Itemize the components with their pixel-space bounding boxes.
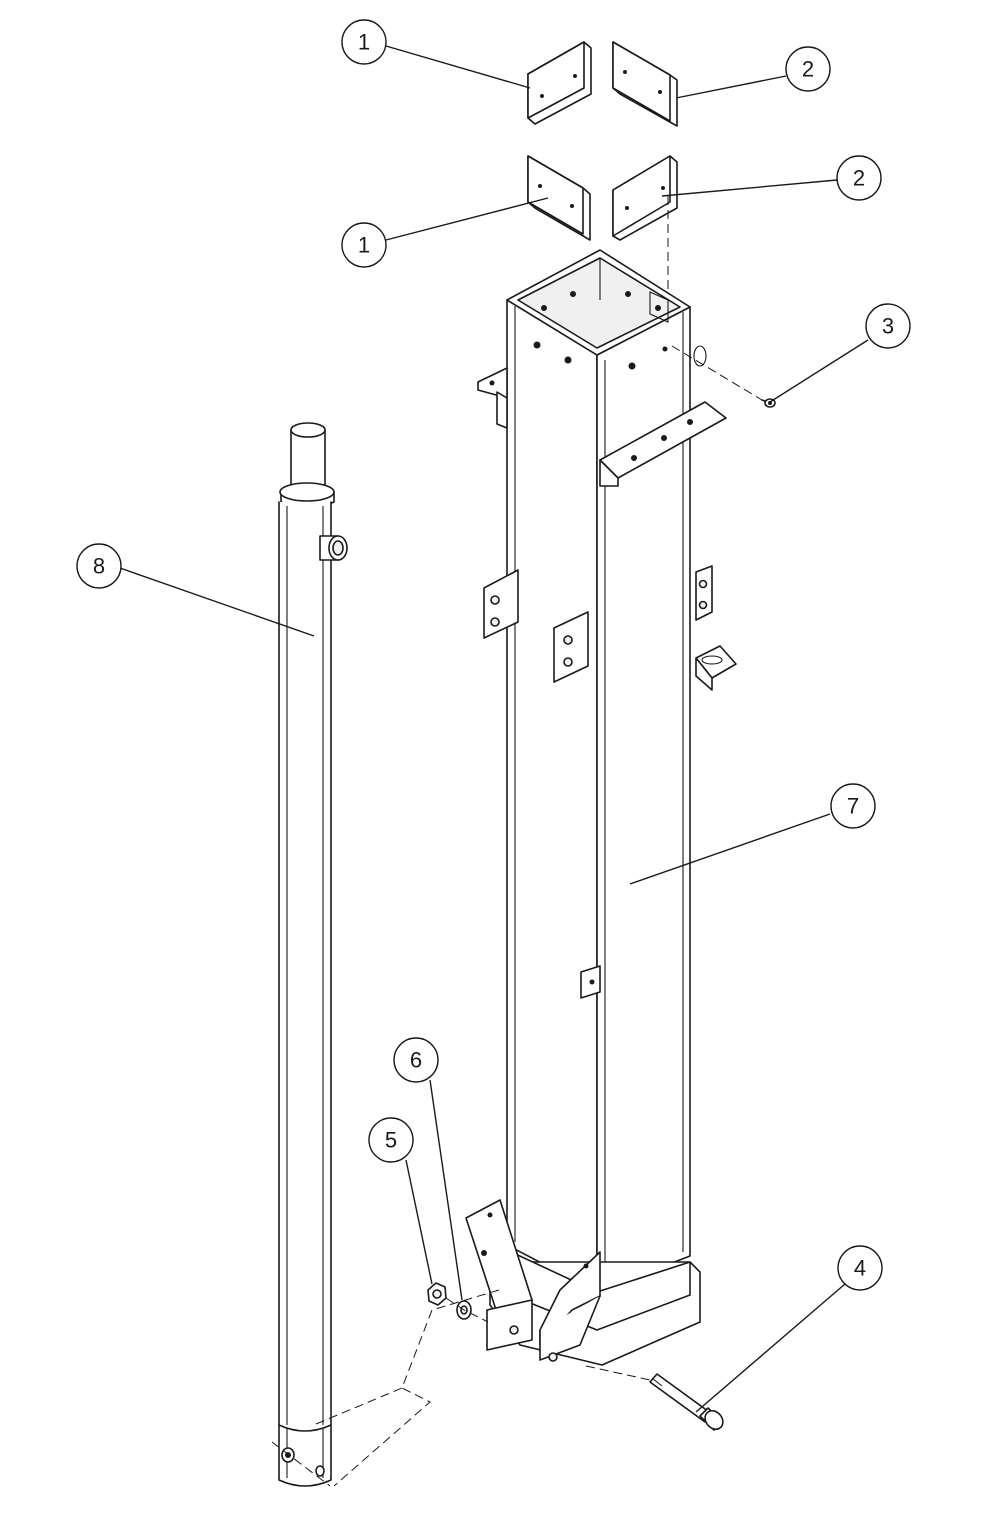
callout-3: 3 [865,303,911,349]
callout-1-upper-label: 1 [358,30,370,55]
callout-1-lower: 1 [341,222,387,268]
callout-5-label: 5 [385,1128,397,1153]
callout-4: 4 [837,1245,883,1291]
callout-1-upper: 1 [341,19,387,65]
wear-pad-part-1-upper [527,41,592,125]
leader-lines [119,45,869,1413]
wear-pad-part-2-upper [612,41,678,127]
callout-2-lower-label: 2 [853,166,865,191]
callout-8: 8 [76,543,122,589]
wear-pad-part-1-lower [527,155,591,241]
callout-8-label: 8 [93,554,105,579]
wear-pad-part-2-lower [612,155,678,241]
callout-4-label: 4 [854,1256,866,1281]
assembly-lines [271,196,763,1487]
callout-6-label: 6 [410,1048,422,1073]
column-part-7 [465,249,737,1366]
callout-3-label: 3 [882,314,894,339]
callout-2-upper-label: 2 [802,57,814,82]
callout-6: 6 [393,1037,439,1083]
callout-2-upper: 2 [785,46,831,92]
callout-7: 7 [830,783,876,829]
callout-5: 5 [368,1117,414,1163]
nut-part-5 [427,1282,447,1306]
callout-7-label: 7 [847,794,859,819]
bolt-part-4 [649,1373,724,1431]
cylinder-part-8 [278,422,348,1487]
callout-1-lower-label: 1 [358,233,370,258]
callout-2-lower: 2 [836,155,882,201]
